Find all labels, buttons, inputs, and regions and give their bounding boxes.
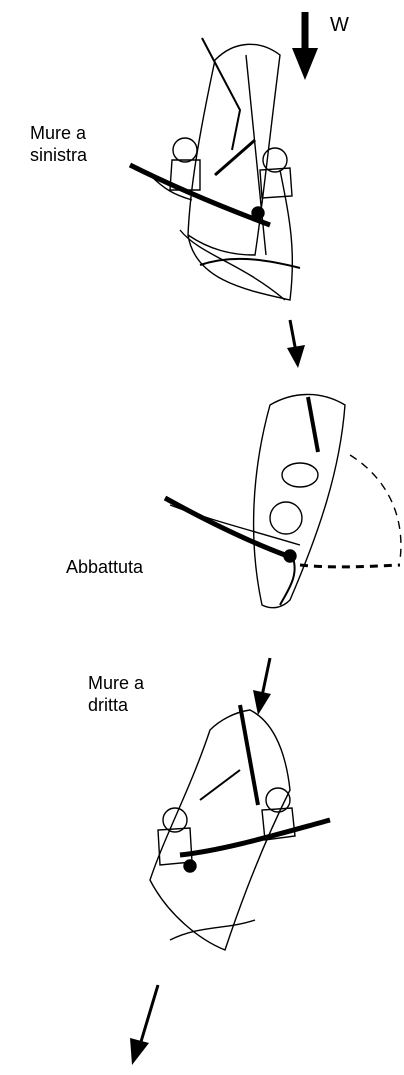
course-arrow-3 [130, 984, 160, 1065]
stage-label-port-tack: Mure a sinistra [30, 123, 88, 165]
wind-arrow [292, 12, 318, 80]
course-arrow-1 [287, 319, 305, 368]
boat-starboard-tack [149, 704, 331, 951]
boat-gybing [163, 393, 402, 609]
course-arrow-2 [253, 657, 272, 715]
boat-port-tack [128, 37, 301, 301]
wind-label: W [330, 14, 349, 36]
stage-label-gybe: Abbattuta [66, 557, 144, 577]
stage-label-starboard-tack: Mure a dritta [88, 673, 145, 715]
